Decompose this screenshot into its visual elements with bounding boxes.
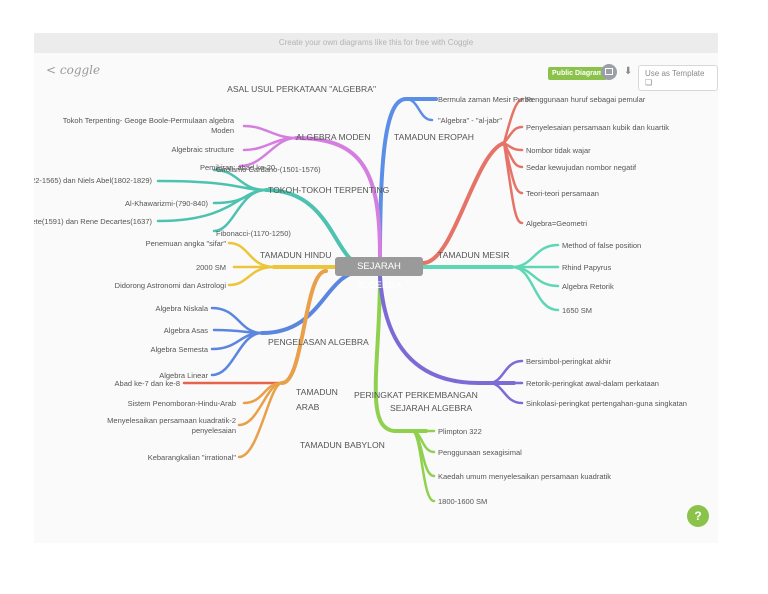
present-icon[interactable] [601, 64, 617, 80]
item-babylon-1: Plimpton 322 [438, 427, 482, 436]
branch-arab-item-4 [237, 381, 284, 459]
branch-moden-item-3 [238, 136, 298, 168]
item-arab-1: Abad ke-7 dan ke-8 [115, 379, 180, 388]
item-arab-3b: penyelesaian [192, 426, 236, 435]
branch-hindu-item-3 [227, 265, 276, 287]
item-tokoh-3: Al-Khawarizmi-(790-840) [125, 199, 208, 208]
item-asal-2: "Algebra" - "al-jabr" [438, 116, 502, 125]
branch-tokoh-item-5 [212, 188, 268, 233]
item-babylon-3: Kaedah umum menyelesaikan persamaan kuad… [438, 472, 611, 481]
item-pengelasan-1: Algebra Niskala [155, 304, 208, 313]
branch-asal-item-2 [404, 97, 434, 122]
branch-eropah-item-1 [502, 97, 524, 145]
label-tamadun-arab-2: ARAB [296, 402, 320, 412]
item-eropah-1: Penggunaan huruf sebagai pemular [526, 95, 646, 104]
help-button[interactable]: ? [687, 505, 709, 527]
branch-mesir-item-1 [510, 243, 560, 269]
item-peringkat-3: Sinkolasi-peringkat pertengahan-guna sin… [526, 399, 687, 408]
item-tokoh-1: Girolamo Cardano-(1501-1576) [216, 165, 321, 174]
item-mesir-2: Rhind Papyrus [562, 263, 611, 272]
diagram-frame: Create your own diagrams like this for f… [34, 33, 718, 543]
item-moden-2: Algebraic structure [171, 145, 234, 154]
item-moden-3: Pemikiran: abad ke-20 [200, 163, 275, 172]
label-algebra-moden: ALGEBRA MODEN [296, 132, 371, 142]
branch-moden-item-1 [242, 124, 298, 140]
item-peringkat-2: Retorik-peringkat awal-dalam perkataan [526, 379, 659, 388]
branch-peringkat [378, 274, 516, 385]
promo-banner[interactable]: Create your own diagrams like this for f… [34, 33, 718, 53]
branch-eropah-item-6 [502, 141, 524, 225]
item-eropah-2: Penyelesaian persamaan kubik dan kuartik [526, 123, 669, 132]
item-eropah-3: Nombor tidak wajar [526, 146, 591, 155]
label-tamadun-arab-1: TAMADUN [296, 387, 338, 397]
item-moden-1b: Moden [211, 126, 234, 135]
use-as-template-button[interactable]: Use as Template ❏ [638, 65, 718, 91]
item-tokoh-4: Francois Viete(1591) dan Rene Decartes(1… [34, 217, 152, 226]
label-peringkat-2: SEJARAH ALGEBRA [390, 403, 472, 413]
template-button-label: Use as Template [645, 69, 705, 78]
central-node[interactable]: SEJARAH ALGEBRA [335, 257, 423, 291]
logo-text: coggle [59, 63, 101, 77]
item-babylon-2: Penggunaan sexagisimal [438, 448, 522, 457]
item-mesir-1: Method of false position [562, 241, 641, 250]
item-asal-1: Bermula zaman Mesir Purba [438, 95, 534, 104]
branch-peringkat-item-3 [487, 381, 524, 405]
branch-pengelasan [260, 269, 366, 335]
item-arab-2: Sistem Penomboran-Hindu-Arab [128, 399, 236, 408]
item-peringkat-1: Bersimbol-peringkat akhir [526, 357, 612, 366]
download-icon[interactable]: ⬇ [624, 66, 633, 77]
branch-eropah-item-2 [502, 125, 524, 145]
label-tamadun-babylon: TAMADUN BABYLON [300, 440, 385, 450]
item-eropah-5: Teori-teori persamaan [526, 189, 599, 198]
item-pengelasan-4: Algebra Linear [159, 371, 208, 380]
item-babylon-4: 1800-1600 SM [438, 497, 487, 506]
branch-pengelasan-item-4 [210, 331, 264, 377]
item-pengelasan-3: Algebra Semesta [150, 345, 208, 354]
public-diagram-badge: Public Diagram [548, 67, 607, 80]
branch-babylon-item-4 [410, 429, 436, 503]
item-moden-1a: Tokoh Terpenting- Geoge Boole-Permulaan … [63, 116, 235, 125]
item-pengelasan-2: Algebra Asas [164, 326, 208, 335]
item-hindu-3: Didorong Astronomi dan Astrologi [115, 281, 227, 290]
item-mesir-4: 1650 SM [562, 306, 592, 315]
item-hindu-2: 2000 SM [196, 263, 226, 272]
branch-eropah [421, 141, 506, 265]
item-arab-3a: Menyelesaikan persamaan kuadratik-2 [107, 416, 236, 425]
label-asal-usul: ASAL USUL PERKATAAN "ALGEBRA" [227, 84, 376, 94]
mind-map: ASAL USUL PERKATAAN "ALGEBRA" ALGEBRA MO… [34, 84, 687, 506]
item-tokoh-5: Fibonacci-(1170-1250) [216, 229, 291, 238]
item-tokoh-2: Niccolo Tartaglia, Bombelli, Ferrari(152… [34, 176, 152, 185]
branch-arab [280, 269, 328, 385]
branch-peringkat-item-1 [487, 359, 524, 385]
branch-mesir-item-4 [510, 265, 560, 312]
item-hindu-1: Penemuan angka "sifar" [146, 239, 227, 248]
label-tamadun-mesir: TAMADUN MESIR [438, 250, 509, 260]
item-mesir-3: Algebra Retorik [562, 282, 614, 291]
label-tokoh: TOKOH-TOKOH TERPENTING [268, 185, 390, 195]
branch-asal [378, 97, 438, 259]
branch-moden [294, 136, 382, 259]
label-peringkat-1: PERINGKAT PERKEMBANGAN [354, 390, 478, 400]
label-pengelasan: PENGELASAN ALGEBRA [268, 337, 369, 347]
label-tamadun-eropah: TAMADUN EROPAH [394, 132, 474, 142]
label-tamadun-hindu: TAMADUN HINDU [260, 250, 331, 260]
branch-babylon [373, 274, 428, 433]
item-eropah-6: Algebra=Geometri [526, 219, 587, 228]
coggle-logo[interactable]: < coggle [46, 63, 101, 77]
item-arab-4: Kebarangkalian "irrational" [148, 453, 237, 462]
item-eropah-4: Sedar kewujudan nombor negatif [526, 163, 637, 172]
